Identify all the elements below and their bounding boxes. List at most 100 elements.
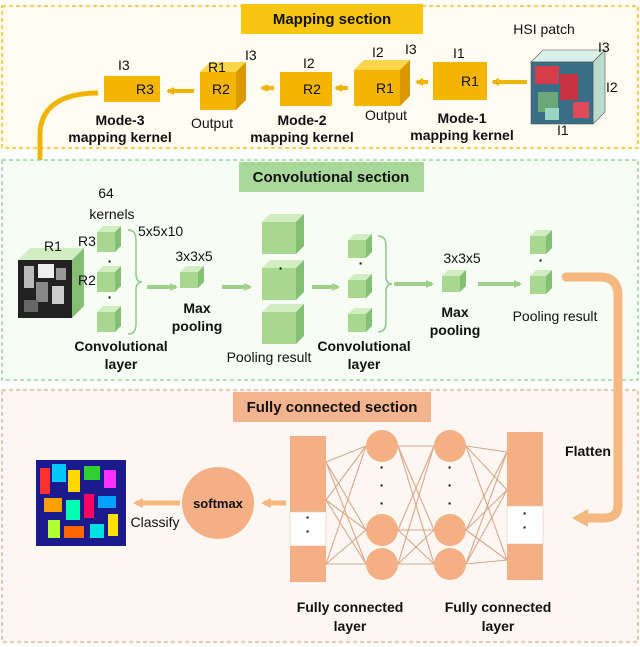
fc2-label: Fully connected [445, 599, 552, 615]
fc-left-dots-1: · [306, 509, 311, 525]
kernel-dots-1: · [108, 253, 113, 269]
mapping-section-title-box [241, 4, 423, 34]
hsi-dim-i1: I1 [557, 122, 569, 138]
kernel-cube-1 [97, 226, 121, 252]
pool1-label: Max [183, 300, 210, 316]
input-r1: R1 [44, 238, 62, 254]
fc-section-title: Fully connected section [247, 399, 418, 416]
kernel-cube-2 [97, 266, 121, 292]
pool-result1-label: Pooling result [227, 349, 312, 365]
mode1-label-2: mapping kernel [410, 127, 513, 143]
output1-dim-right: I3 [405, 41, 417, 57]
hsi-patch-label: HSI patch [513, 21, 574, 37]
fc1-label: Fully connected [297, 599, 404, 615]
conv2-dots: · [359, 255, 364, 271]
pool2-label-2: pooling [430, 322, 481, 338]
input-r2: R2 [78, 272, 96, 288]
pool2-label: Max [441, 304, 468, 320]
kernel-dots-2: · [108, 289, 113, 305]
pool-result2-cube-1 [530, 230, 552, 254]
fc-layer-right [506, 432, 544, 580]
fc-node-col1-dots-1: · [380, 459, 385, 475]
output2-dim-top: R1 [208, 59, 226, 75]
softmax-label: softmax [193, 496, 244, 511]
output1-face-label: R1 [376, 80, 394, 96]
fc-node-a1 [366, 430, 398, 462]
conv1-label: Convolutional [74, 338, 167, 354]
kernel-brace [127, 229, 143, 335]
mapping-section: Mapping section HSI patch I3 I2 I1 I1 R1… [1, 4, 639, 149]
conv-section: Convolutional section R1 R3 R2 64 kernel… [1, 159, 639, 381]
fc-right-dots-2: · [523, 519, 528, 535]
output1-cube [354, 60, 410, 106]
output1-label: Output [365, 107, 407, 123]
conv1-label-2: layer [105, 356, 138, 372]
arrow-flatten-head [572, 509, 588, 527]
mode2-label-2: mapping kernel [250, 129, 353, 145]
hsi-patch-cube [530, 49, 606, 125]
fc-section-title-box [233, 392, 431, 422]
mode3-kernel [104, 76, 160, 102]
hsi-dim-i2: I2 [606, 79, 618, 95]
arrow-flatten [561, 272, 623, 523]
fc-node-b2 [434, 514, 466, 546]
mode1-dim: I1 [453, 45, 465, 61]
mapping-section-title: Mapping section [273, 11, 391, 28]
conv2-cube-2 [348, 274, 372, 298]
mode2-kernel-label: R2 [303, 81, 321, 97]
mode2-kernel [280, 72, 332, 106]
output2-face-label: R2 [212, 81, 230, 97]
mode3-label-2: mapping kernel [68, 129, 171, 145]
pool-result2-label: Pooling result [513, 308, 598, 324]
mode2-dim: I2 [303, 55, 315, 71]
input-r3: R3 [78, 233, 96, 249]
fc-layer-left [289, 436, 327, 582]
fc-node-a3 [366, 548, 398, 580]
output1-dim-top: I2 [372, 44, 384, 60]
conv2-label-2: layer [348, 356, 381, 372]
kernels-count: 64 [98, 185, 114, 201]
softmax-node [182, 467, 254, 539]
pool-result1-dots: · [279, 260, 284, 276]
fc2-label-2: layer [482, 618, 515, 634]
mapped-input-cube [18, 248, 84, 318]
mode3-kernel-label: R3 [136, 81, 154, 97]
fc-node-col2-dots-1: · [448, 459, 453, 475]
flatten-label: Flatten [565, 443, 611, 459]
pool1-size: 3x3x5 [175, 248, 213, 264]
fc-node-a2 [366, 514, 398, 546]
mode3-dim: I3 [118, 57, 130, 73]
mode2-label: Mode-2 [278, 112, 327, 128]
fc-left-dots-2: · [306, 523, 311, 539]
conv2-cube-3 [348, 308, 372, 332]
kernel-size: 5x5x10 [138, 223, 183, 239]
fc1-label-2: layer [334, 618, 367, 634]
kernels-label: kernels [89, 206, 134, 222]
fc-connections [325, 445, 508, 565]
fc-node-col2-dots-2: · [448, 477, 453, 493]
kernel-cube-3 [97, 306, 121, 332]
conv-section-title: Convolutional section [253, 169, 410, 186]
output2-dim-right: I3 [245, 47, 257, 63]
mode1-label: Mode-1 [438, 110, 487, 126]
mode1-kernel [433, 62, 487, 100]
pool-result2-dots: · [539, 252, 544, 268]
conv2-brace [377, 235, 393, 333]
fc-node-col1-dots-2: · [380, 477, 385, 493]
fc-node-b1 [434, 430, 466, 462]
output2-cube [200, 62, 246, 110]
pool2-kernel [442, 270, 466, 292]
fc-node-col2-dots-3: · [448, 495, 453, 511]
pool-result1-cube-2 [262, 260, 304, 300]
conv-section-title-box [239, 162, 424, 192]
hsi-dim-i3: I3 [598, 39, 610, 55]
fc-node-col1-dots-3: · [380, 495, 385, 511]
output2-label: Output [191, 115, 233, 131]
fc-node-b3 [434, 548, 466, 580]
mode1-kernel-label: R1 [461, 73, 479, 89]
pool2-size: 3x3x5 [443, 250, 481, 266]
fc-right-dots-1: · [523, 505, 528, 521]
pool-result1-cube-1 [262, 214, 304, 254]
conv2-label: Convolutional [317, 338, 410, 354]
